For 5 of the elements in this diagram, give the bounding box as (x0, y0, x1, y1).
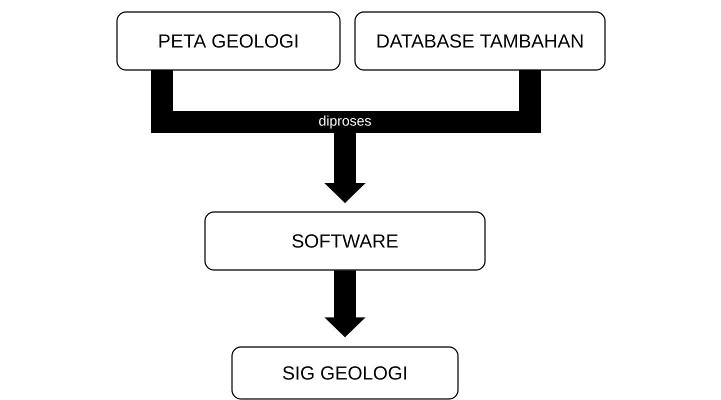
process-box: DATABASE TAMBAHAN (354, 11, 606, 71)
process-box: PETA GEOLOGI (116, 11, 341, 71)
process-box: SIG GEOLOGI (231, 346, 459, 400)
process-box: SOFTWARE (204, 211, 486, 271)
edge-label: diproses (316, 113, 374, 131)
